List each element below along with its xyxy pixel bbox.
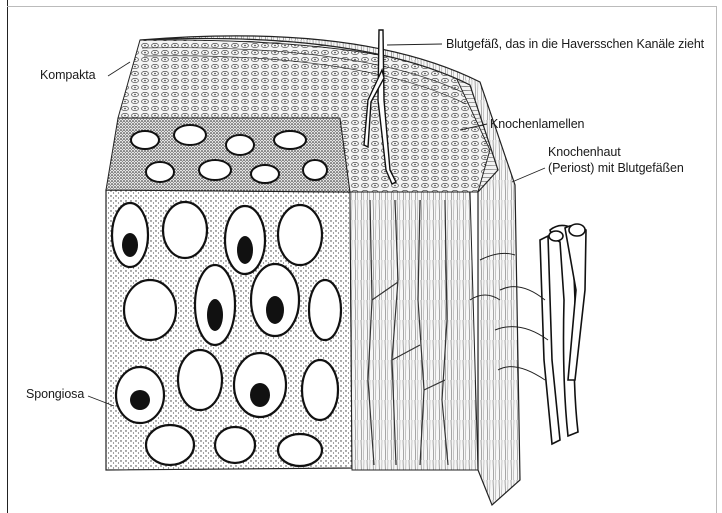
compacta-longitudinal (350, 192, 478, 470)
label-blood-vessel: Blutgefäß, das in die Haversschen Kanäle… (446, 37, 704, 52)
label-lamellae: Knochenlamellen (490, 117, 584, 132)
label-periosteum-line2: (Periost) mit Blutgefäßen (548, 161, 684, 176)
label-spongiosa: Spongiosa (26, 387, 84, 402)
external-blood-vessels (540, 224, 586, 444)
label-periosteum-line1: Knochenhaut (548, 145, 621, 160)
label-compacta: Kompakta (40, 68, 95, 83)
